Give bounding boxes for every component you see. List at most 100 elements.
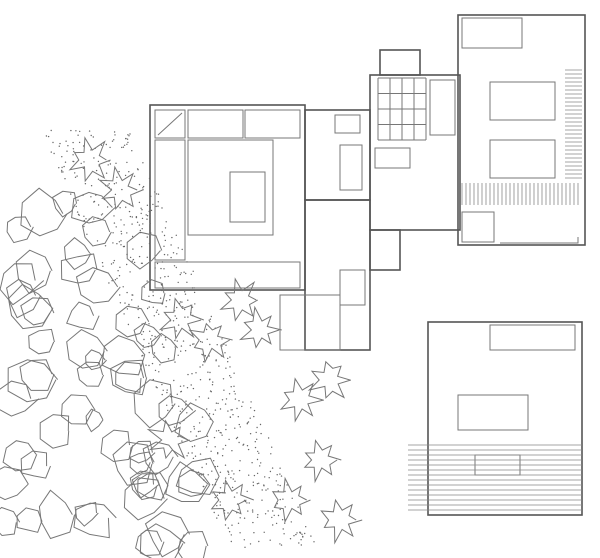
gravel-dot [172,252,175,254]
gravel-dot [119,207,121,209]
gravel-dot [233,390,235,393]
rock [75,267,121,304]
gravel-dot [295,533,297,536]
gravel-dot [187,299,189,301]
gravel-dot [214,496,216,499]
gravel-dot [261,499,263,501]
gravel-dot [148,323,150,325]
rock [126,231,163,270]
gravel-dot [210,315,212,318]
gravel-dot [236,492,238,494]
gravel-dot [284,506,286,508]
gravel-dot [113,131,116,133]
gravel-dot [300,544,302,546]
gravel-dot [229,356,231,358]
gravel-dot [146,307,149,310]
gravel-dot [193,428,196,430]
slatted-screen [565,69,582,179]
gravel-dot [126,143,128,145]
gravel-dot [167,409,169,412]
gravel-dot [175,266,177,269]
gravel-dot [209,343,211,346]
gravel-dot [83,161,85,163]
rock [6,216,34,244]
gravel-dot [216,465,219,468]
gravel-dot [203,361,205,363]
rock [63,237,92,271]
gravel-dot [179,385,182,387]
gravel-dot [221,455,224,457]
gravel-dot [148,300,151,302]
deck-boards [408,444,582,511]
gravel-dot [186,281,188,283]
gravel-dot [154,191,156,193]
gravel-dot [121,188,123,191]
gravel-dot [199,379,202,381]
middle-wing-outline [369,74,461,231]
gravel-dot [79,130,81,133]
gravel-dot [80,162,82,165]
gravel-dot [181,301,183,303]
gravel-dot [265,489,267,491]
gravel-dot [297,506,299,508]
right-wing [457,14,586,246]
gravel-dot [230,534,232,536]
gravel-dot [195,435,198,437]
gravel-dot [181,248,183,251]
gravel-dot [161,383,163,386]
gravel-dot [78,214,80,216]
gravel-dot [225,398,228,400]
shelf [374,147,411,169]
gravel-dot [176,340,178,342]
gravel-dot [111,280,113,282]
gravel-dot [224,464,227,466]
gravel-dot [248,474,250,476]
gravel-dot [126,232,128,234]
shrub [320,498,363,545]
gravel-dot [131,235,134,238]
gravel-dot [185,400,187,402]
gravel-dot [230,409,232,411]
gravel-dot [167,254,169,256]
gravel-dot [271,516,273,519]
gravel-dot [64,178,66,180]
bed [489,81,556,121]
shrub [98,165,143,211]
gravel-dot [258,540,260,543]
gravel-dot [195,399,197,401]
gravel-dot [211,470,213,472]
gravel-dot [223,509,226,512]
gravel-dot [107,164,109,166]
gravel-dot [282,498,284,500]
gravel-dot [62,171,64,173]
gravel-path [45,129,315,548]
gravel-dot [121,146,123,149]
rock [101,335,146,376]
gravel-dot [47,135,50,138]
gravel-dot [175,330,177,332]
gravel-dot [74,172,76,174]
gravel-dot [70,129,72,132]
gravel-dot [203,479,205,481]
rock [60,253,98,284]
gravel-dot [65,140,67,142]
gravel-dot [191,287,194,289]
gravel-dot [205,463,208,465]
gravel-dot [248,502,250,504]
annex-outline [427,321,583,516]
gravel-dot [225,428,227,431]
gravel-dot [125,206,127,208]
gravel-dot [77,199,79,201]
gravel-dot [100,144,103,146]
rock [85,349,107,371]
shrub [271,476,311,524]
gravel-dot [261,489,263,491]
gravel-dot [146,236,148,238]
gravel-dot [281,519,284,521]
gravel-dot [252,521,254,524]
gravel-dot [154,335,156,338]
rock [144,511,191,558]
rock [0,380,40,417]
gravel-dot [131,150,133,152]
